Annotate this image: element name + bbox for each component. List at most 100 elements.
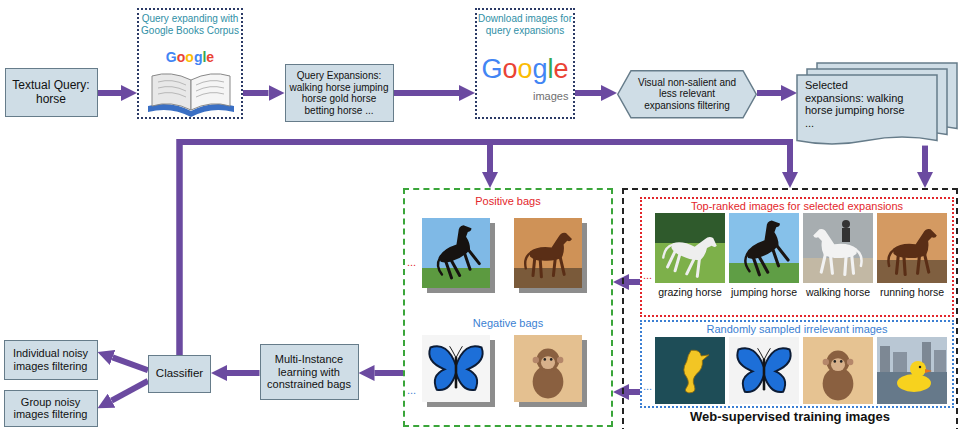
photo-tile — [514, 218, 587, 293]
photo-tile — [803, 337, 873, 404]
photo-tile — [893, 352, 907, 372]
process-box: Textual Query: horse — [5, 68, 98, 117]
frame-label: Query expanding with Google Books Corpus — [139, 13, 241, 36]
frame-label: Negative bags — [405, 317, 611, 330]
photo-tile — [422, 218, 495, 293]
photo-tile — [803, 337, 873, 404]
box-label: Textual Query: horse — [8, 79, 95, 107]
book-icon — [152, 74, 191, 110]
logo-letter: e — [206, 49, 214, 65]
book-icon — [148, 74, 234, 117]
frame-label: jumping horse — [727, 286, 801, 298]
photo-tile — [422, 335, 495, 407]
frame-label: ... — [407, 256, 421, 269]
frame-label: ... — [643, 380, 656, 393]
photo-tile — [655, 213, 725, 283]
frame-label: Positive bags — [405, 195, 611, 208]
flow-arrow — [243, 90, 269, 96]
frame-label: Top-ranked images for selected expansion… — [642, 200, 952, 213]
frame-label: Randomly sampled irrelevant images — [642, 323, 952, 336]
flow-arrow — [113, 357, 148, 370]
document-page — [797, 75, 937, 144]
photo-tile — [655, 337, 725, 404]
logo-letter: o — [177, 49, 186, 65]
photo-tile — [655, 213, 725, 283]
photo-tile — [877, 213, 947, 283]
dotted-frame: Positive bags... Negative bags... — [403, 188, 613, 427]
flow-arrow — [180, 142, 791, 355]
photo-tile — [514, 268, 582, 288]
logo-letter: o — [185, 49, 194, 65]
dotted-frame: Top-ranked images for selected expansion… — [640, 197, 954, 317]
photo-tile — [813, 229, 861, 275]
photo-tile — [823, 351, 854, 401]
photo-tile — [877, 337, 947, 404]
book-icon — [158, 81, 224, 97]
photo-tile — [429, 346, 482, 390]
process-box: Individual noisy images filtering — [4, 340, 98, 380]
photo-tile — [877, 213, 947, 283]
process-box: Group noisy images filtering — [4, 390, 98, 427]
photo-tile — [733, 218, 796, 280]
logo-letter: l — [548, 54, 554, 84]
photo-tile — [514, 335, 582, 402]
dotted-frame: Randomly sampled irrelevant images... — [640, 320, 954, 408]
book-icon — [191, 74, 230, 110]
process-box: Query Expansions: walking horse jumping … — [285, 64, 394, 122]
flow-arrow — [98, 90, 122, 96]
photo-tile — [729, 213, 799, 283]
frame-label: walking horse — [801, 286, 875, 298]
logo-letter: o — [502, 54, 517, 84]
frame-label: images — [533, 90, 573, 103]
logo-letter: l — [202, 49, 206, 65]
photo-tile — [525, 233, 572, 277]
dotted-frame: Download images for query expansionsGoog… — [475, 8, 575, 119]
flow-arrow — [227, 370, 260, 376]
box-label: Individual noisy images filtering — [7, 347, 95, 372]
frame-label: Google — [139, 50, 241, 64]
box-label: Query Expansions: walking horse jumping … — [288, 70, 391, 116]
photo-tile — [655, 337, 725, 404]
flow-arrow — [922, 146, 928, 172]
flow-arrow — [180, 142, 491, 355]
flow-arrow — [629, 389, 640, 395]
frame-label: Web-supervised training images — [624, 410, 956, 425]
flow-arrow — [575, 90, 601, 96]
document-stack: Selected expansions: walking horse jumpi… — [797, 63, 957, 146]
frame-label: Download images for query expansions — [477, 13, 573, 36]
photo-tile — [888, 229, 936, 275]
photo-tile — [422, 218, 490, 288]
photo-tile — [803, 213, 873, 283]
photo-tile — [877, 337, 947, 404]
photo-tile — [422, 335, 490, 402]
photo-tile — [729, 213, 799, 283]
frame-label: Google — [477, 56, 573, 83]
photo-tile — [842, 220, 850, 228]
flow-arrow — [629, 279, 640, 285]
box-label: Selected expansions: walking horse jumpi… — [805, 79, 909, 130]
logo-letter: g — [533, 54, 548, 84]
photo-tile — [803, 213, 873, 283]
photo-tile — [880, 346, 890, 372]
photo-tile — [684, 350, 709, 393]
logo-letter: g — [194, 49, 203, 65]
dotted-frame: Web-supervised training images Top-ranked… — [622, 188, 958, 429]
logo-letter: e — [554, 54, 569, 84]
photo-tile — [514, 335, 587, 407]
logo-letter: G — [481, 54, 502, 84]
frame-label: ... — [643, 269, 656, 282]
photo-tile — [737, 348, 790, 392]
photo-tile — [729, 337, 799, 404]
flow-arrow — [757, 90, 781, 96]
photo-tile — [514, 218, 582, 288]
photo-tile — [897, 361, 932, 392]
logo-letter: G — [166, 49, 177, 65]
frame-label: ... — [407, 384, 421, 397]
flow-arrow — [375, 370, 404, 376]
flow-arrow — [112, 381, 148, 401]
frame-label: running horse — [875, 286, 949, 298]
box-label: Classifier — [156, 367, 203, 380]
photo-tile — [934, 350, 946, 372]
process-box: Multi-Instance learning with constrained… — [260, 344, 359, 400]
